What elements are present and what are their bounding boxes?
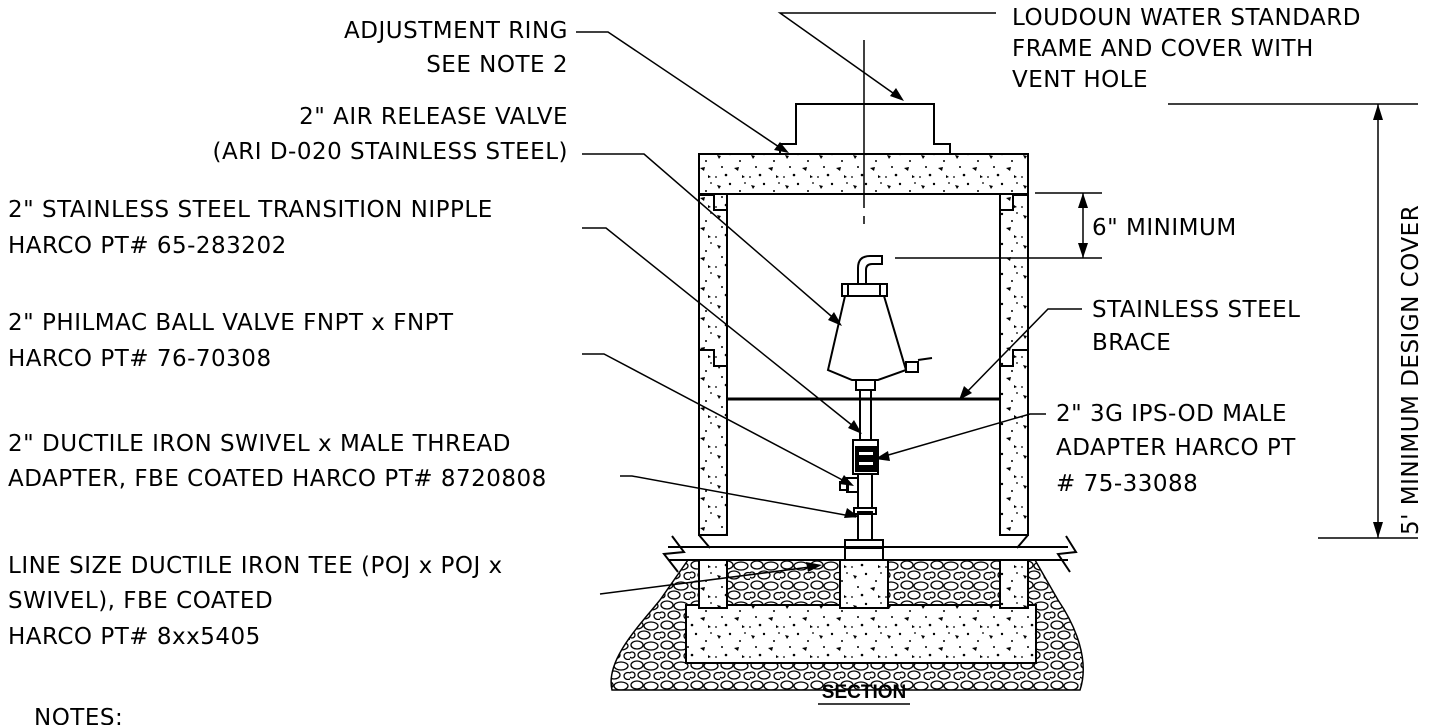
lower-wall-left	[698, 559, 728, 609]
label-tee-part: HARCO PT# 8xx5405	[8, 624, 261, 650]
label-design-cover: 5' MINIMUM DESIGN COVER	[1398, 205, 1424, 535]
label-male-adapter-part: # 75-33088	[1056, 471, 1198, 497]
label-air-release-valve-model: (ARI D-020 STAINLESS STEEL)	[213, 139, 568, 165]
notes-heading: NOTES:	[34, 705, 123, 725]
label-see-note-2: SEE NOTE 2	[426, 52, 568, 78]
label-male-adapter: 2" 3G IPS-OD MALE	[1056, 401, 1287, 427]
label-adjustment-ring: ADJUSTMENT RING	[344, 18, 568, 44]
frame-and-cover	[779, 103, 951, 154]
label-frame-and-cover-2: FRAME AND COVER WITH	[1012, 36, 1314, 62]
label-transition-nipple-part: HARCO PT# 65-283202	[8, 233, 287, 259]
section-title: SECTION	[822, 682, 906, 703]
label-swivel-adapter: 2" DUCTILE IRON SWIVEL x MALE THREAD	[8, 431, 511, 457]
label-ball-valve-part: HARCO PT# 76-70308	[8, 346, 272, 372]
label-tee-coating: SWIVEL), FBE COATED	[8, 588, 273, 614]
label-swivel-adapter-part: ADAPTER, FBE COATED HARCO PT# 8720808	[8, 466, 547, 492]
label-vent-hole: VENT HOLE	[1012, 67, 1148, 93]
label-stainless-steel-brace: STAINLESS STEEL	[1092, 297, 1300, 323]
label-male-adapter-2: ADAPTER HARCO PT	[1056, 435, 1296, 461]
label-air-release-valve: 2" AIR RELEASE VALVE	[299, 104, 568, 130]
label-brace: BRACE	[1092, 330, 1171, 356]
lower-wall-right	[999, 559, 1029, 609]
vault-structure	[610, 153, 1084, 691]
label-frame-and-cover: LOUDOUN WATER STANDARD	[1012, 5, 1361, 31]
label-six-inch-minimum: 6" MINIMUM	[1092, 215, 1237, 241]
leader-lines	[576, 12, 1082, 595]
label-ball-valve: 2" PHILMAC BALL VALVE FNPT x FNPT	[8, 310, 454, 336]
dimensions	[895, 103, 1418, 539]
label-tee: LINE SIZE DUCTILE IRON TEE (POJ x POJ x	[8, 553, 503, 579]
base-slab	[685, 604, 1037, 664]
support-pier	[839, 559, 889, 609]
label-transition-nipple: 2" STAINLESS STEEL TRANSITION NIPPLE	[8, 197, 493, 223]
